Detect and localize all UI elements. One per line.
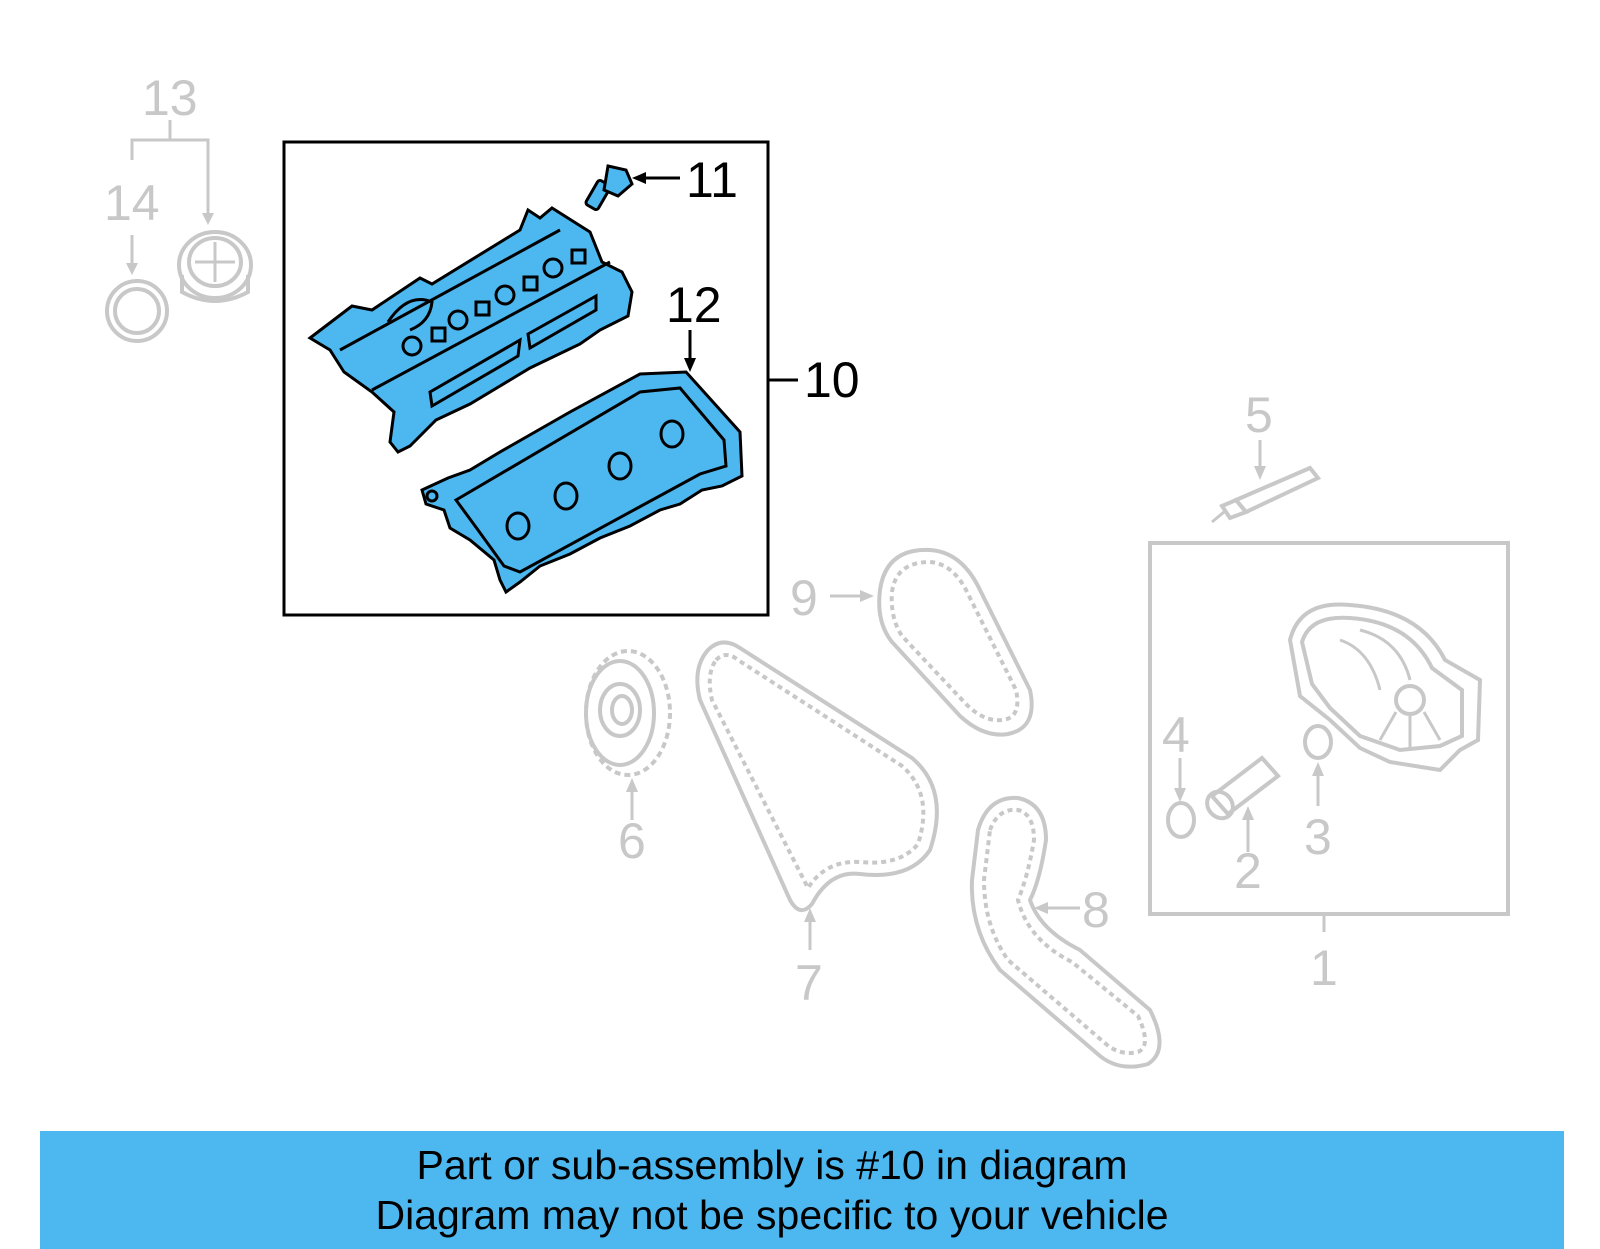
callout-7[interactable]: 7 [795,955,823,1011]
callout-9[interactable]: 9 [790,570,818,626]
timing-chain-7[interactable] [695,640,939,912]
o-ring-3[interactable] [1303,724,1333,760]
o-ring-4[interactable] [1166,801,1196,839]
callout-13[interactable]: 13 [142,70,198,126]
oil-filler-cap-13[interactable] [177,230,253,303]
callout-2[interactable]: 2 [1234,843,1262,899]
callout-10[interactable]: 10 [804,352,860,408]
info-banner: Part or sub-assembly is #10 in diagram D… [40,1131,1564,1249]
sprocket-6[interactable] [584,649,672,777]
valve-cover[interactable] [307,206,634,454]
oil-cap-group: 13 14 [104,70,253,343]
sealant-tube-5[interactable] [1211,465,1322,524]
timing-cover[interactable] [1287,602,1483,773]
callout-1[interactable]: 1 [1310,940,1338,996]
callout-5[interactable]: 5 [1245,387,1273,443]
bolt-11[interactable] [584,164,634,212]
banner-line-2: Diagram may not be specific to your vehi… [375,1192,1169,1238]
callout-6[interactable]: 6 [618,813,646,869]
callout-14[interactable]: 14 [104,175,160,231]
callout-8[interactable]: 8 [1082,882,1110,938]
dowel-pin-2[interactable] [1202,755,1281,823]
timing-chain-8[interactable] [969,795,1162,1069]
seal-ring-14[interactable] [105,279,169,343]
timing-cover-box-1[interactable] [1148,541,1510,916]
callout-4[interactable]: 4 [1162,707,1190,763]
callout-11[interactable]: 11 [686,152,738,208]
timing-chain-9[interactable] [877,547,1034,737]
callout-12[interactable]: 12 [666,277,722,333]
callout-3[interactable]: 3 [1304,809,1332,865]
banner-line-1: Part or sub-assembly is #10 in diagram [416,1142,1128,1188]
valve-cover-gasket-12[interactable] [420,370,744,595]
